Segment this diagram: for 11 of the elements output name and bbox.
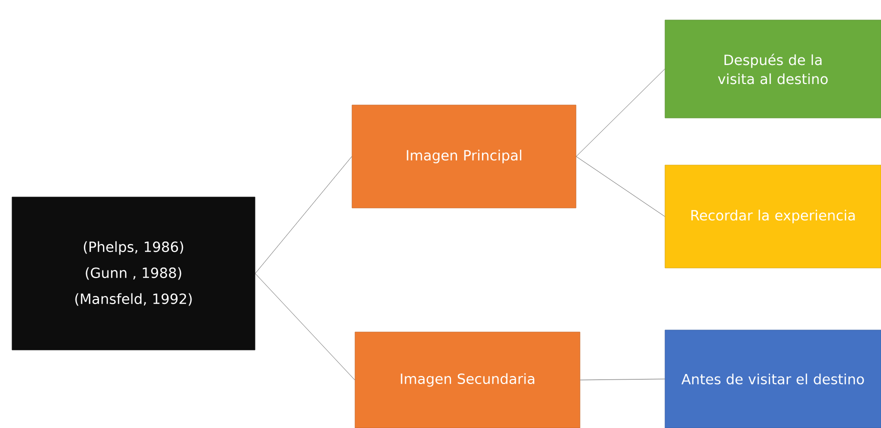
connector-line xyxy=(255,273,355,380)
connector-line xyxy=(576,156,665,217)
stage-box: Recordar la experiencia xyxy=(664,164,881,268)
citation-box: (Phelps, 1986) (Gunn , 1988) (Mansfeld, 1992) xyxy=(12,196,256,350)
connector-line xyxy=(580,378,665,380)
category-box: Imagen Principal xyxy=(352,104,576,208)
category-box: Imagen Secundaria xyxy=(354,332,580,428)
stage-box: Antes de visitar el destino xyxy=(664,330,881,428)
connector-line xyxy=(576,68,665,157)
stage-box: Después de la visita al destino xyxy=(664,20,881,118)
connector-line xyxy=(255,156,352,274)
